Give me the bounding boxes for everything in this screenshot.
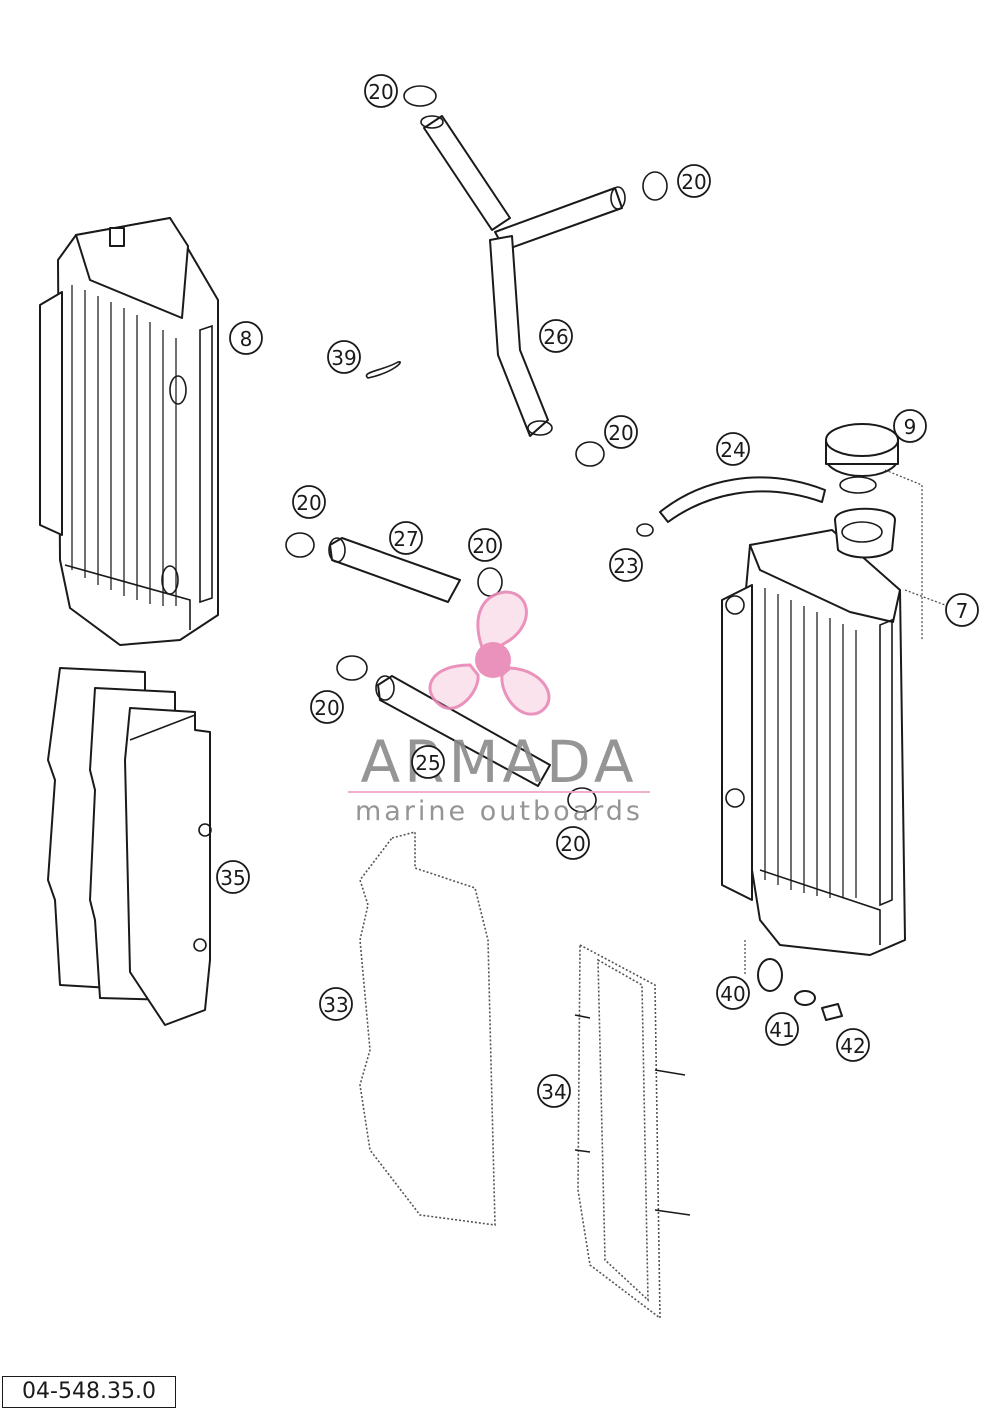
propeller-blade: [500, 666, 551, 716]
callout-20: 20: [292, 485, 326, 519]
svg-text:20: 20: [368, 80, 393, 104]
callout-40: 40: [716, 976, 750, 1010]
svg-text:26: 26: [543, 325, 568, 349]
svg-text:20: 20: [560, 832, 585, 856]
svg-text:7: 7: [956, 599, 969, 623]
svg-text:40: 40: [720, 982, 745, 1006]
shroud-right: [574, 943, 691, 1320]
overflow-hose: [636, 476, 826, 537]
svg-text:20: 20: [314, 696, 339, 720]
propeller-icon: [428, 590, 551, 716]
shroud-center: [359, 830, 496, 1226]
callout-24: 24: [716, 432, 750, 466]
svg-text:20: 20: [296, 491, 321, 515]
svg-text:20: 20: [608, 421, 633, 445]
svg-text:34: 34: [541, 1080, 566, 1104]
svg-text:39: 39: [331, 346, 356, 370]
propeller-blade: [476, 590, 528, 658]
shroud-left: [47, 667, 212, 1026]
hose-straight-25: [336, 655, 597, 813]
svg-text:20: 20: [681, 170, 706, 194]
svg-text:42: 42: [840, 1034, 865, 1058]
callout-42: 42: [836, 1028, 870, 1062]
callout-26: 26: [539, 319, 573, 353]
svg-text:24: 24: [720, 438, 745, 462]
callout-34: 34: [537, 1074, 571, 1108]
svg-text:20: 20: [472, 534, 497, 558]
callout-7: 7: [945, 593, 979, 627]
svg-text:27: 27: [393, 527, 418, 551]
watermark-tagline: marine outboards: [355, 796, 643, 827]
drawing-code-label: 04-548.35.0: [2, 1376, 176, 1408]
radiator-left: [39, 217, 219, 646]
drain-plug-parts: [757, 958, 843, 1021]
radiator-right: [721, 507, 906, 956]
watermark-logo: ARMADA marine outboards: [348, 590, 650, 827]
callout-20: 20: [364, 74, 398, 108]
svg-text:9: 9: [904, 415, 917, 439]
callout-9: 9: [893, 409, 927, 443]
svg-text:41: 41: [769, 1018, 794, 1042]
callout-23: 23: [609, 548, 643, 582]
radiator-cap: [825, 423, 899, 494]
svg-text:33: 33: [323, 993, 348, 1017]
callout-35: 35: [216, 860, 250, 894]
hose-y-assembly: [403, 85, 668, 467]
svg-text:35: 35: [220, 866, 245, 890]
spring-clip: [365, 361, 401, 379]
callout-20: 20: [604, 415, 638, 449]
svg-text:25: 25: [415, 751, 440, 775]
callout-33: 33: [319, 987, 353, 1021]
watermark-brand: ARMADA: [360, 728, 637, 796]
svg-text:8: 8: [240, 327, 253, 351]
propeller-blade: [428, 663, 480, 710]
leader-lines: [744, 469, 946, 975]
callout-25: 25: [411, 745, 445, 779]
callout-20: 20: [468, 528, 502, 562]
hose-straight-27: [285, 532, 503, 603]
callout-20: 20: [556, 826, 590, 860]
callout-41: 41: [765, 1012, 799, 1046]
callout-39: 39: [327, 340, 361, 374]
callout-20: 20: [310, 690, 344, 724]
callout-20: 20: [677, 164, 711, 198]
svg-text:23: 23: [613, 554, 638, 578]
callout-8: 8: [229, 321, 263, 355]
propeller-hub: [475, 642, 511, 678]
callout-27: 27: [389, 521, 423, 555]
